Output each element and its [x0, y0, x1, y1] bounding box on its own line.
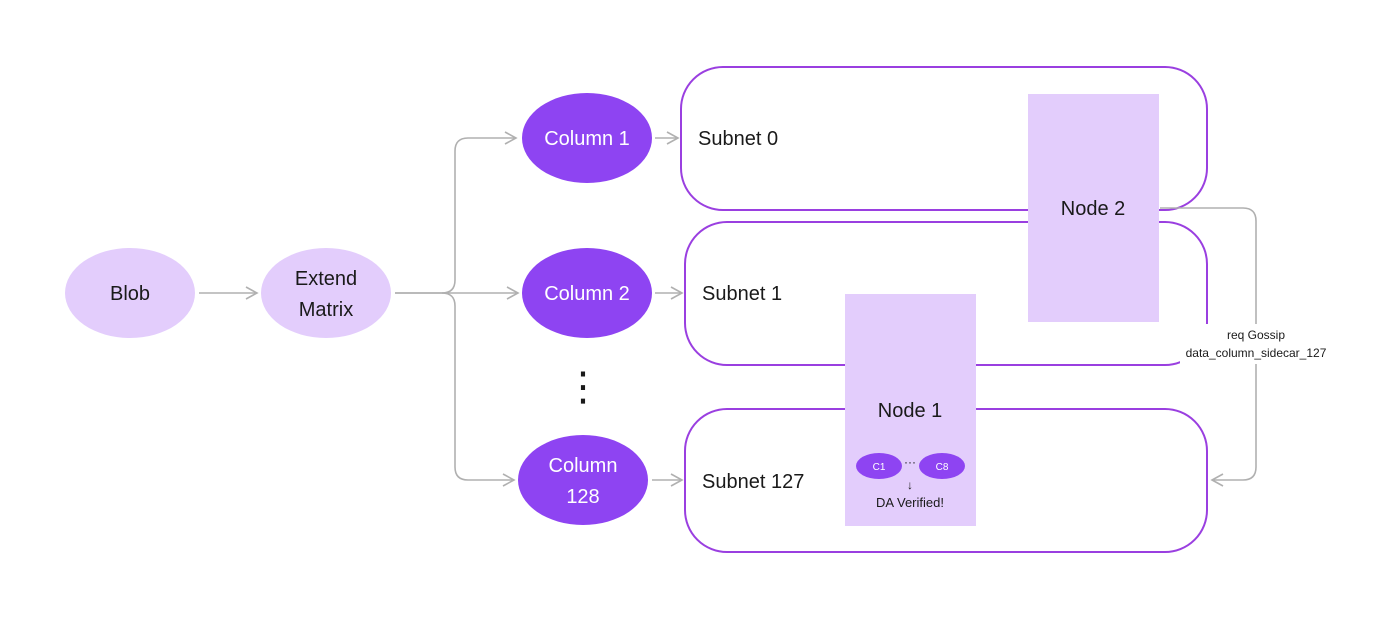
gossip-label-line-2: data_column_sidecar_127: [1186, 346, 1327, 360]
arrow-extend-to-column-1: [395, 131, 518, 294]
node-1-box: [845, 294, 976, 526]
node-1-c1-pill: [856, 453, 902, 479]
subnet-0-label: Subnet 0: [698, 128, 778, 150]
column-2-label: Column 2: [544, 283, 630, 305]
column-128-label-line-1: Column: [549, 455, 618, 477]
column-128-node: [518, 435, 648, 525]
gossip-label-background: [1180, 324, 1332, 364]
column-2-node: [522, 248, 652, 338]
column-ellipsis: ⋮: [563, 365, 603, 409]
blob-label: Blob: [110, 283, 150, 305]
node-2-box: [1028, 94, 1159, 322]
column-128-label-line-2: 128: [566, 486, 599, 508]
node-1-c8-label: C8: [936, 462, 949, 473]
blob-node: [65, 248, 195, 338]
node-1-label: Node 1: [878, 400, 943, 422]
node-1-down-arrow: ↓: [907, 478, 913, 492]
node-1-da-verified: DA Verified!: [876, 495, 944, 510]
extend-matrix-label-line-2: Matrix: [299, 299, 353, 321]
node-2-label: Node 2: [1061, 198, 1126, 220]
node-1-c1-label: C1: [873, 462, 886, 473]
column-1-node: [522, 93, 652, 183]
node-1-c8-pill: [919, 453, 965, 479]
gossip-label-line-1: req Gossip: [1227, 328, 1285, 342]
subnet-1-label: Subnet 1: [702, 283, 782, 305]
extend-matrix-label-line-1: Extend: [295, 268, 357, 290]
arrow-extend-to-column-128: [441, 292, 516, 487]
column-1-label: Column 1: [544, 128, 630, 150]
subnet-127-label: Subnet 127: [702, 471, 804, 493]
node-1-c-ellipsis: ···: [904, 455, 916, 469]
extend-matrix-node: [261, 248, 391, 338]
